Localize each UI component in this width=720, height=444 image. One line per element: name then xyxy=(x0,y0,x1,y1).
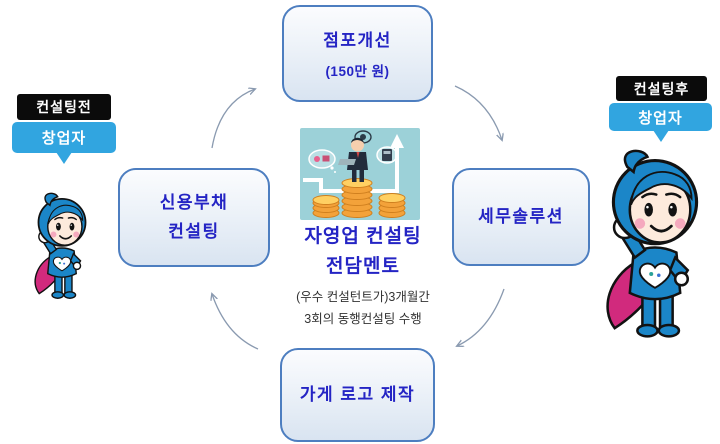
node-logo-production: 가게 로고 제작 xyxy=(280,348,435,442)
before-founder-text: 창업자 xyxy=(41,130,87,147)
node-store-improvement: 점포개선 (150만 원) xyxy=(282,5,433,102)
center-note-line1: (우수 컨설턴트가)3개월간 xyxy=(296,290,430,304)
node-tax-solution: 세무솔루션 xyxy=(452,168,590,266)
node-title: 가게 로고 제작 xyxy=(299,384,416,404)
before-founder-label: 창업자 xyxy=(12,122,116,164)
before-consulting-tag: 컨설팅전 xyxy=(17,94,111,120)
before-mascot xyxy=(25,191,99,305)
center-title-line2: 전담멘토 xyxy=(326,256,400,278)
arrow-top-to-right xyxy=(454,85,502,140)
center-note: (우수 컨설턴트가)3개월간 3회의 동행컨설팅 수행 xyxy=(240,287,486,331)
center-title: 자영업 컨설팅 전담멘토 xyxy=(252,222,474,283)
speech-tail xyxy=(652,130,669,142)
node-title: 세무솔루션 xyxy=(478,206,564,226)
arrow-bottom-to-left xyxy=(212,294,259,350)
after-mascot xyxy=(592,146,718,349)
businessman-figure xyxy=(338,137,368,182)
arrow-left-to-top xyxy=(211,89,255,149)
after-founder-label: 창업자 xyxy=(609,103,712,142)
center-note-line2: 3회의 동행컨설팅 수행 xyxy=(304,311,422,326)
node-title-line1: 신용부채 xyxy=(159,192,229,212)
arrow-right-to-bottom xyxy=(457,288,505,346)
node-title: 점포개선 xyxy=(323,31,392,51)
center-title-line1: 자영업 컨설팅 xyxy=(304,226,422,247)
node-title-line2: 컨설팅 xyxy=(168,221,220,241)
node-subtitle: (150만 원) xyxy=(325,63,390,79)
after-founder-text: 창업자 xyxy=(638,109,683,127)
after-consulting-tag: 컨설팅후 xyxy=(616,76,707,101)
node-credit-debt-consulting: 신용부채 컨설팅 xyxy=(118,168,270,267)
speech-tail xyxy=(56,152,72,164)
businessman-on-coins-illustration xyxy=(300,128,420,220)
